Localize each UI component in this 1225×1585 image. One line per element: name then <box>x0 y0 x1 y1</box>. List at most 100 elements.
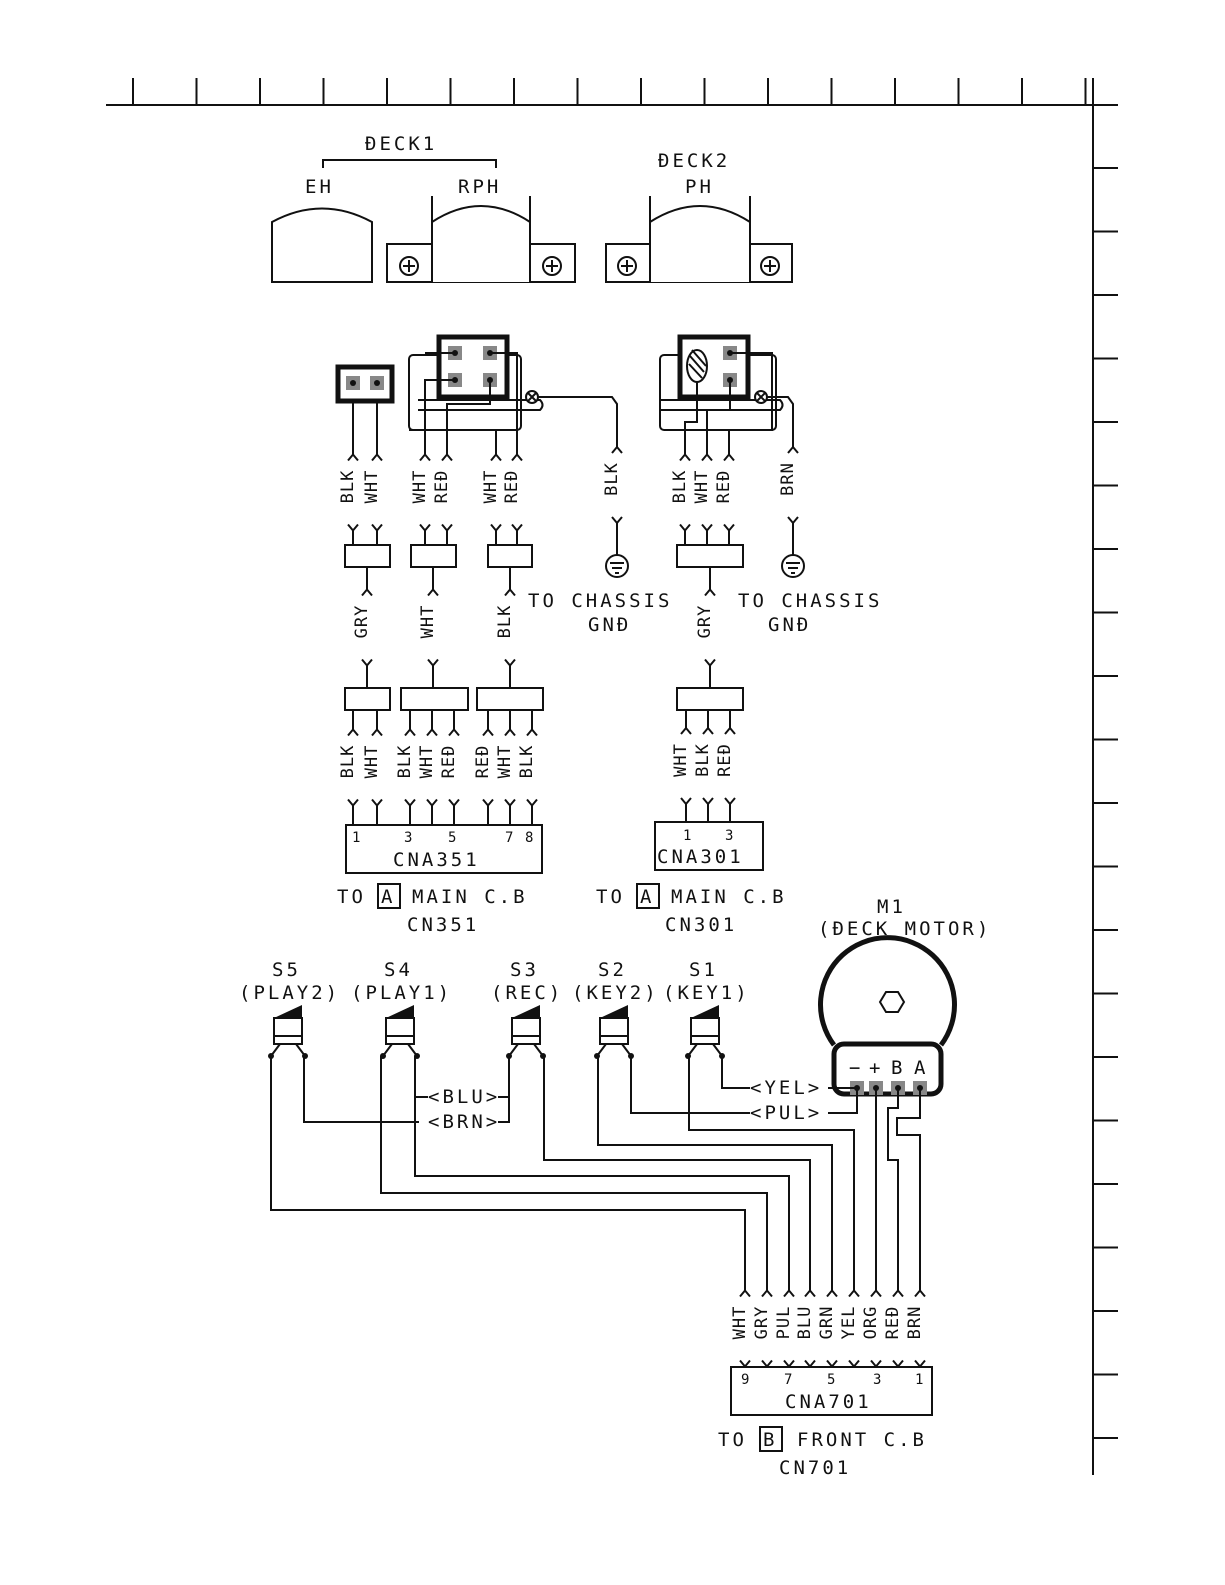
wire-color-label: BLK <box>670 440 691 545</box>
cna351-to-suffix: MAIN C.B <box>412 886 528 908</box>
junction-block <box>400 687 469 711</box>
chassis1-line1: TO CHASSIS <box>528 590 672 612</box>
switches: S5(PLAY2)S4(PLAY1)S3(REC)S2(KEY2)S1(KEY1… <box>239 959 747 1059</box>
inline-wire-label: <BRN> <box>428 1111 500 1133</box>
wire-color-label: WHT <box>418 567 439 688</box>
wire-color-text: GRN <box>817 1306 837 1340</box>
cna301-to-suffix: MAIN C.B <box>671 886 787 908</box>
switch-id: S1 <box>689 959 718 981</box>
switch-lever-icon <box>691 1005 719 1018</box>
eh-head <box>271 207 373 283</box>
cna301-board: A <box>640 886 654 908</box>
switch-id: S5 <box>272 959 301 981</box>
motor-terminal: B <box>891 1057 905 1079</box>
wire-color-text: REĐ <box>714 470 734 504</box>
wire-color-text: BRN <box>778 462 798 496</box>
wire-color-text: BRN <box>905 1306 925 1340</box>
wire-color-label: WHT <box>692 440 713 545</box>
switch-s3: S3(REC) <box>491 959 563 1059</box>
inline-wire-label: <BLU> <box>428 1086 500 1108</box>
wire-color-text: BLK <box>338 745 358 779</box>
wire-color-label: BLK <box>517 710 538 825</box>
wire-color-text: WHT <box>481 470 501 504</box>
ground-icon <box>605 530 629 578</box>
junction-block <box>344 544 391 568</box>
wire-color-label: YEL <box>839 1288 860 1369</box>
wire-color-label: WHT <box>410 440 431 545</box>
inline-wire-label: <PUL> <box>750 1102 822 1124</box>
cna351-connector: 1 3 5 7 8 CNA351 <box>345 824 543 874</box>
wire-color-text: WHT <box>730 1306 750 1340</box>
wire-color-text: WHT <box>362 745 382 779</box>
ph-connector <box>659 334 794 440</box>
wire-color-text: WHT <box>671 743 691 777</box>
switch-lever-icon <box>512 1005 540 1018</box>
switch-s5: S5(PLAY2) <box>239 959 340 1059</box>
wire-color-text: WHT <box>362 470 382 504</box>
cna351-destination: TO A MAIN C.B CN351 <box>337 883 528 936</box>
wire-color-text: BLK <box>670 470 690 504</box>
wire-color-label: WHT <box>362 710 383 825</box>
ph-label: PH <box>685 176 714 198</box>
cna301-cn: CN301 <box>665 914 737 936</box>
frame-ruler <box>106 78 1118 1475</box>
wire-color-label: REĐ <box>432 440 453 545</box>
cna301-to: TO <box>596 886 625 908</box>
motor-shaft-icon <box>878 991 906 1013</box>
wire-color-label: BRN <box>778 440 799 530</box>
switch-desc: (KEY2) <box>572 982 659 1004</box>
cna301-name: CNA301 <box>657 846 744 868</box>
cna351-pin: 7 <box>505 830 513 846</box>
wire-color-label: REĐ <box>715 710 736 822</box>
wire-color-text: WHT <box>692 470 712 504</box>
cna351-pin: 8 <box>525 830 533 846</box>
wire-color-label: BLK <box>338 710 359 825</box>
wire-color-text: BLU <box>795 1306 815 1340</box>
cna701-pin: 5 <box>827 1372 835 1388</box>
cna351-board: A <box>381 886 395 908</box>
switch-desc: (REC) <box>491 982 563 1004</box>
cna351-pin: 3 <box>404 830 412 846</box>
deck2-label: ĐECK2 <box>658 150 730 172</box>
wire-color-text: BLK <box>395 745 415 779</box>
wire-color-label: WHT <box>417 710 438 825</box>
deck1-bracket <box>322 159 497 168</box>
wire-color-label: BLU <box>795 1288 816 1369</box>
wire-color-text: ORG <box>861 1306 881 1340</box>
wire-color-label: GRY <box>352 567 373 688</box>
cna301-pin: 1 <box>683 828 691 844</box>
eh-connector <box>335 364 395 440</box>
switch-lever-icon <box>386 1005 414 1018</box>
cna701-pin: 3 <box>873 1372 881 1388</box>
wire-color-label: BRN <box>905 1288 926 1369</box>
wire-color-label: GRN <box>817 1288 838 1369</box>
cna301-connector: 1 3 CNA301 <box>654 821 764 871</box>
wire-color-text: REĐ <box>883 1306 903 1340</box>
wire-color-text: WHT <box>410 470 430 504</box>
wire-color-label: REĐ <box>502 440 523 545</box>
rph-head <box>386 196 576 283</box>
wire-color-text: GRY <box>352 605 372 639</box>
cna701-pin: 7 <box>784 1372 792 1388</box>
wire-color-label: REĐ <box>883 1288 904 1369</box>
wire-color-label: WHT <box>362 440 383 545</box>
wire-color-text: REĐ <box>502 470 522 504</box>
wire-color-text: BLK <box>602 462 622 496</box>
wire-color-label: GRY <box>752 1288 773 1369</box>
chassis2-line1: TO CHASSIS <box>738 590 882 612</box>
inline-wire-label: <YEL> <box>750 1077 822 1099</box>
cna351-pin: 1 <box>352 830 360 846</box>
chassis1-line2: GNĐ <box>588 614 631 636</box>
junction-block <box>676 687 744 711</box>
junction-block <box>344 687 391 711</box>
cna701-pin: 9 <box>741 1372 749 1388</box>
switch-desc: (PLAY2) <box>239 982 340 1004</box>
cna701-to-suffix: FRONT C.B <box>797 1429 927 1451</box>
cna701-pin: 1 <box>915 1372 923 1388</box>
rph-connector <box>408 334 618 440</box>
deck1-label: ĐECK1 <box>365 133 437 155</box>
wire-color-label: WHT <box>495 710 516 825</box>
switch-body <box>690 1017 720 1045</box>
wire-color-label: BLK <box>395 710 416 825</box>
